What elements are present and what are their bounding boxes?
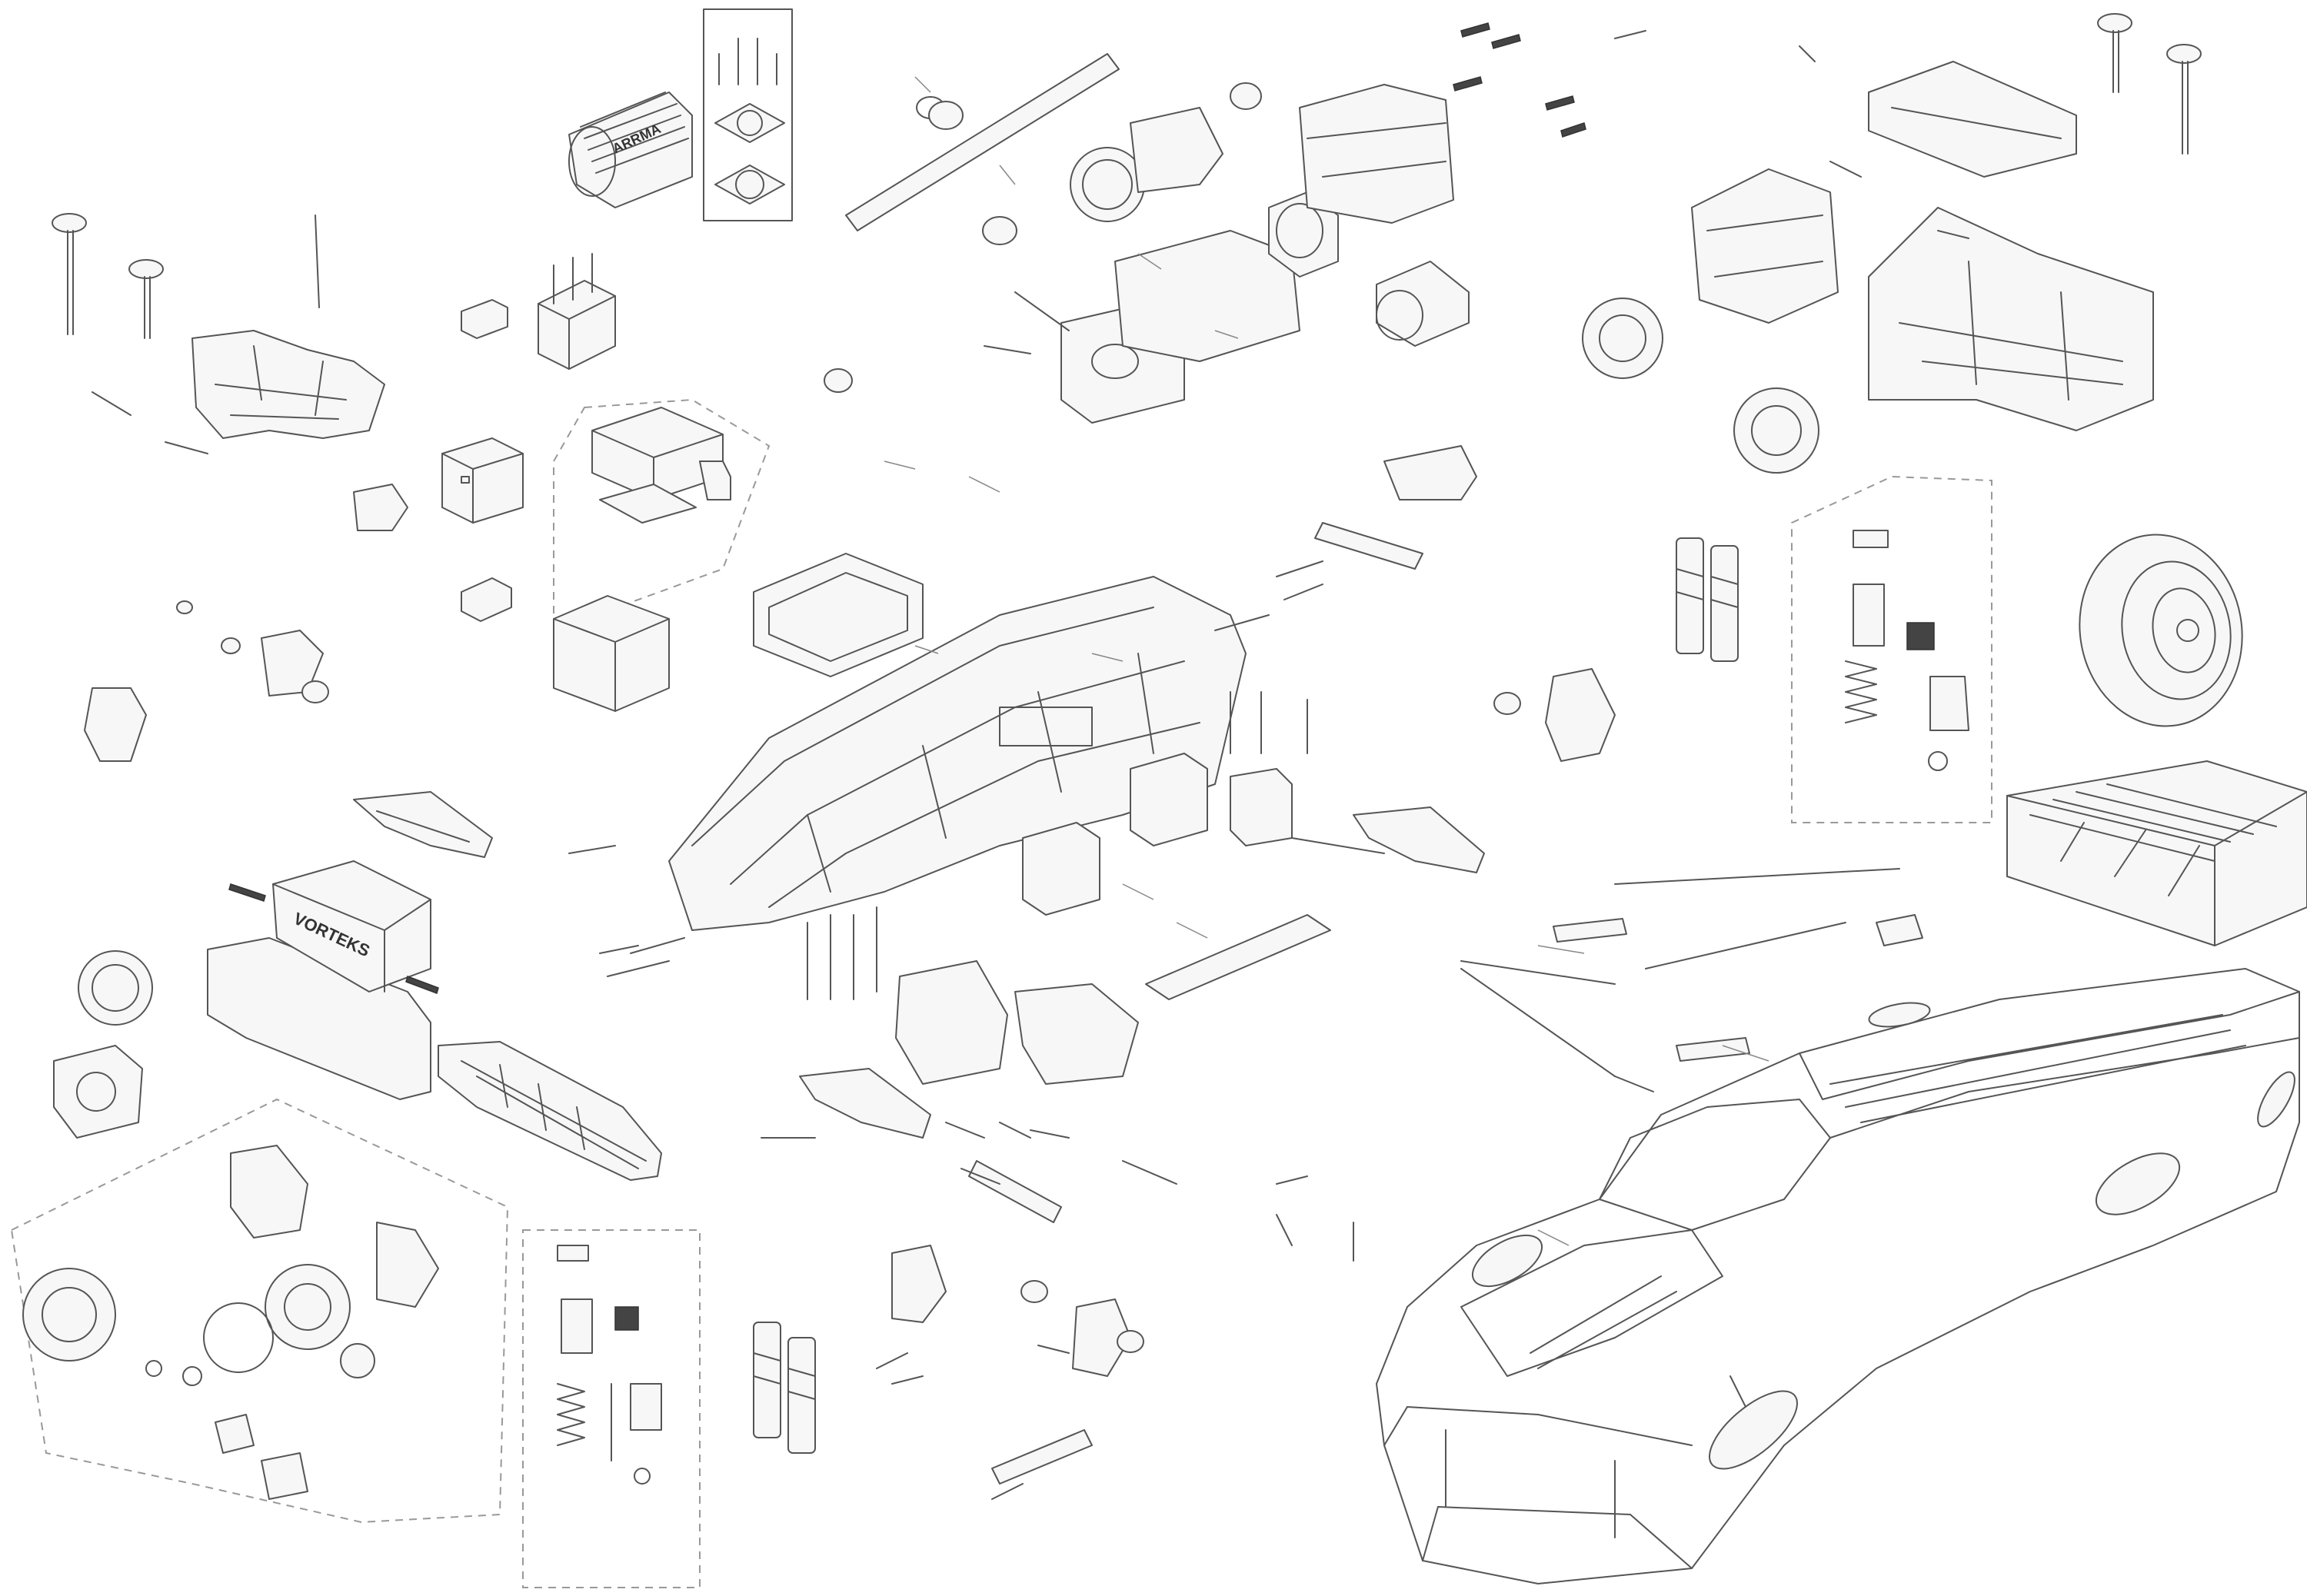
truck-body-shell — [1377, 969, 2302, 1584]
center-diff-group — [12, 1099, 508, 1522]
front-bumper: VORTEKS — [208, 861, 431, 1099]
center-electronics-cover — [896, 961, 1138, 1084]
right-upper-arm — [1315, 446, 1476, 569]
truck-bed — [2007, 761, 2307, 946]
battery-strap-block — [461, 578, 511, 621]
rear-diff — [1583, 298, 1819, 473]
rear-shocks — [754, 1322, 815, 1453]
motor — [1377, 261, 1469, 346]
front-suspension-arm — [354, 792, 492, 857]
spur-gear — [1070, 108, 1223, 221]
rear-bulkhead — [1869, 208, 2153, 431]
chassis-side-brace — [1146, 915, 1330, 999]
shock-kit-group-b — [1792, 477, 1992, 823]
rear-suspension-arm — [800, 1069, 930, 1138]
gear-cover — [1115, 231, 1300, 361]
rear-gearbox — [1692, 169, 1838, 323]
motor-heatsink: ARRMA — [569, 92, 692, 208]
front-skid-plate — [438, 1042, 661, 1180]
shock-kit-group-a — [523, 1230, 700, 1588]
front-hub-carrier — [85, 484, 408, 761]
battery-tray-frame — [754, 554, 923, 677]
rear-hub-carrier — [892, 1245, 1130, 1484]
front-diff-gear — [54, 951, 152, 1138]
wheel-tire — [2065, 522, 2257, 740]
right-steering-knuckle — [1546, 669, 1615, 761]
front-shocks-right — [1676, 538, 1738, 661]
body-posts-front — [52, 214, 319, 338]
battery-box-group — [554, 400, 769, 711]
fan-box — [704, 9, 792, 221]
gearbox-top — [1300, 85, 1453, 223]
steering-links — [1461, 869, 1922, 1076]
main-chassis — [669, 577, 1246, 930]
rear-driveshaft — [969, 1161, 1061, 1222]
front-shock-tower — [192, 331, 384, 438]
hardware-pins — [92, 31, 1969, 1499]
receiver — [461, 300, 508, 338]
servo — [442, 438, 523, 523]
leader-lines — [884, 77, 1769, 1245]
center-servo-mounts — [1023, 753, 1292, 915]
hardware-screws-dark — [229, 23, 1586, 993]
rear-body-posts — [2098, 14, 2201, 154]
esc-unit — [538, 254, 615, 369]
hardware-nuts-bushings — [177, 83, 1520, 1352]
rear-body-mount — [1869, 62, 2076, 177]
right-lower-arm — [1353, 807, 1484, 873]
